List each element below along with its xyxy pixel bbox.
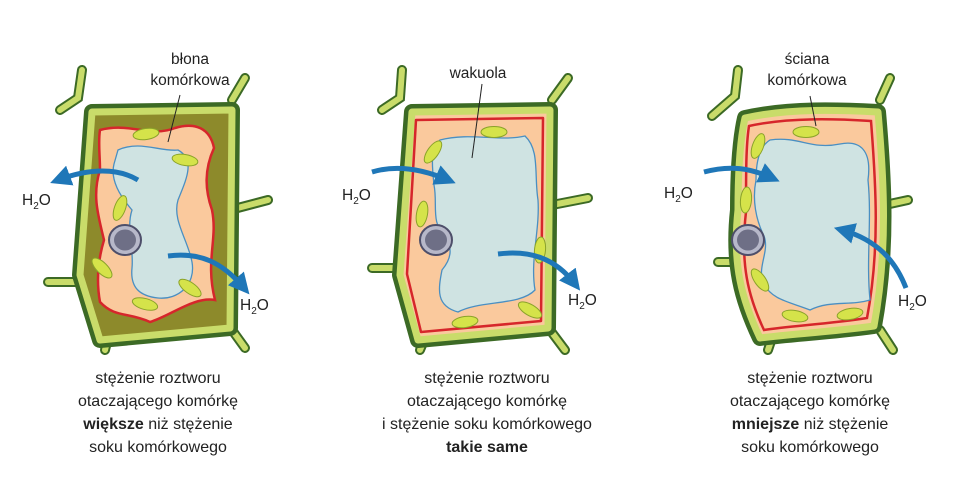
label-vacuole: wakuola [449,65,507,82]
water-out-arrow [497,250,581,291]
caption-line: stężenie roztworu [95,370,221,387]
caption-line: większe niż stężenie [8,413,308,436]
vacuole [431,135,539,313]
leader-wall [809,95,817,127]
caption-line: takie same [337,436,637,459]
nucleus [108,224,142,256]
caption-line: soku komórkowego [741,439,879,456]
nucleus [419,224,453,256]
water-out-arrow-left [50,165,140,186]
water-label: H2O [664,185,693,205]
nucleus [731,224,765,256]
water-in-arrow-left [703,163,780,183]
water-in-arrow-right [833,223,909,289]
cell-membrane [405,116,545,334]
vacuole [753,138,871,311]
label-wall-line2: komórkowa [767,72,847,89]
leader-vacuole [471,83,483,159]
caption-hypotonic: stężenie roztworu otaczającego komórkę m… [660,367,960,459]
caption-emphasis: większe [83,416,144,433]
water-label: H2O [342,187,371,207]
water-label: H2O [22,192,51,212]
caption-isotonic: stężenie roztworu otaczającego komórkę i… [337,367,637,459]
cell-isotonic [367,65,593,355]
caption-line: otaczającego komórkę [406,393,568,410]
caption-line: soku komórkowego [89,439,227,456]
label-membrane-line1: błona [171,51,209,68]
label-wall-line1: ściana [785,51,830,68]
water-label: H2O [240,297,269,317]
cell-hypotonic [703,65,913,355]
caption-line: stężenie roztworu [424,370,550,387]
caption-line: otaczającego komórkę [77,393,239,410]
label-membrane-line2: komórkowa [150,72,230,89]
caption-line: stężenie roztworu [747,370,873,387]
caption-line: mniejsze niż stężenie [660,413,960,436]
water-out-arrow-right [167,252,250,295]
water-label: H2O [898,293,927,313]
caption-emphasis: takie same [446,439,528,456]
water-label: H2O [568,292,597,312]
caption-text: niż stężenie [799,416,889,433]
caption-text: niż stężenie [143,416,233,433]
caption-line: i stężenie soku komórkowego [382,416,592,433]
water-in-arrow [371,165,456,185]
cell-hypertonic [43,65,273,355]
leader-membrane [167,94,181,143]
caption-hypertonic: stężenie roztworu otaczającego komórkę w… [8,367,308,459]
caption-line: otaczającego komórkę [729,393,891,410]
caption-emphasis: mniejsze [731,416,800,433]
